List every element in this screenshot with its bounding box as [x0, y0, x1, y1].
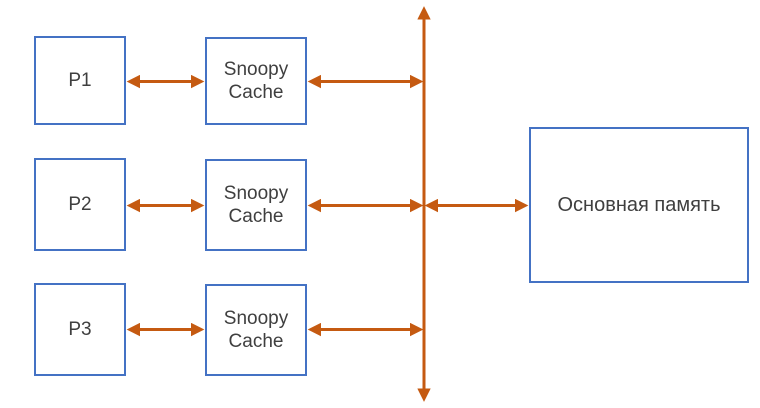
- processor-box-p2: P2: [34, 158, 126, 251]
- main-memory-label: Основная память: [557, 193, 721, 216]
- snoopy-cache-box-3: Snoopy Cache: [205, 284, 307, 376]
- processor-box-p1: P1: [34, 36, 126, 125]
- snoopy-cache-box-1: Snoopy Cache: [205, 37, 307, 125]
- main-memory-box: Основная память: [529, 127, 749, 283]
- snoopy-cache-box-2: Snoopy Cache: [205, 159, 307, 251]
- snoopy-cache-label-1: Snoopy Cache: [223, 58, 289, 103]
- processor-label-p2: P2: [68, 193, 92, 215]
- snoopy-cache-label-3: Snoopy Cache: [223, 307, 289, 352]
- processor-box-p3: P3: [34, 283, 126, 376]
- snoopy-cache-label-2: Snoopy Cache: [223, 182, 289, 227]
- processor-label-p1: P1: [68, 69, 92, 91]
- processor-label-p3: P3: [68, 318, 92, 340]
